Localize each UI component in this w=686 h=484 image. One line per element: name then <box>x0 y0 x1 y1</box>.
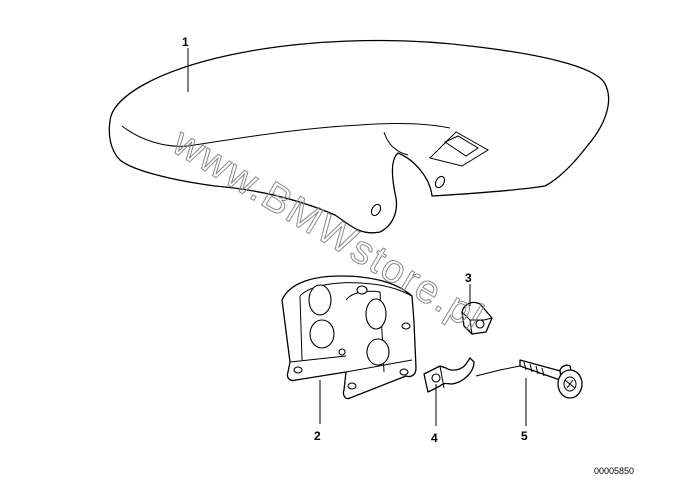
callout-4: 4 <box>431 431 438 445</box>
bracket-hole-10 <box>338 348 346 356</box>
bracket-hole-6 <box>347 382 357 390</box>
bracket-hole-5 <box>356 285 368 295</box>
callout-1: 1 <box>182 35 189 49</box>
callout-5: 5 <box>521 429 528 443</box>
clip-hole <box>475 319 485 329</box>
bracket-hole-2 <box>309 319 335 349</box>
clamp-hole <box>431 373 441 383</box>
bracket-hole-7 <box>293 366 303 374</box>
bracket-hole-8 <box>399 368 409 376</box>
bolt <box>519 359 583 399</box>
bracket-hole-3 <box>365 298 387 330</box>
mount-hole-front <box>370 203 382 217</box>
mudguard <box>108 39 610 234</box>
strap-clamp <box>423 357 475 393</box>
reference-number: 00005850 <box>594 466 634 476</box>
bracket-hole-1 <box>308 284 332 316</box>
callout-2: 2 <box>314 429 321 443</box>
mount-hole-rear <box>434 175 446 189</box>
bracket-hole-4 <box>366 338 390 366</box>
bracket <box>281 275 417 400</box>
callout-3: 3 <box>465 271 472 285</box>
clip-small <box>461 301 493 335</box>
bracket-hole-9 <box>401 322 411 330</box>
assembly-line <box>475 365 521 377</box>
